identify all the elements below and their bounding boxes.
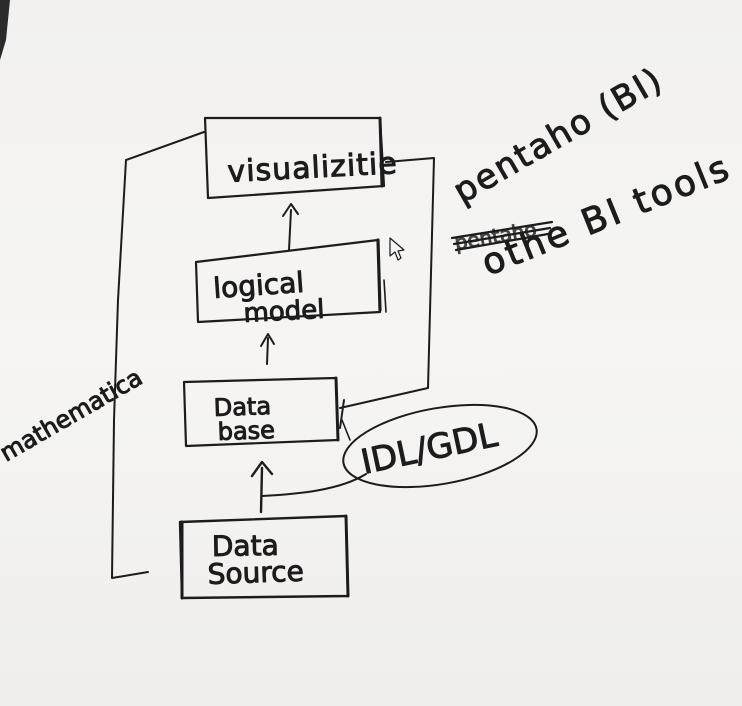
logical-model-box [194,238,387,324]
data-source-label-line1: Data [212,529,279,563]
data-source-box [178,514,350,600]
idl-gdl-ellipse [342,403,538,489]
strike-through [450,220,554,252]
idl-loop-line [339,157,435,429]
mouse-cursor-icon [389,237,405,261]
logical-model-label-line1: logical [212,266,305,305]
arrow-database-to-logical [260,333,275,365]
data-source-label-line2: Source [207,555,304,591]
visualization-label: visualizitie [227,146,399,190]
logical-model-label-line2: model [243,295,325,329]
arrow-source-to-database [250,460,274,514]
database-box [182,376,340,448]
database-label-line2: base [217,416,275,446]
database-label-line1: Data [213,392,271,422]
visualization-box [203,116,386,200]
idl-to-database-line [341,419,351,441]
arrow-logical-to-visualization [282,203,299,251]
mathematica-label: mathematica [0,363,147,467]
idl-to-source-line [261,473,367,497]
paper-edge [0,0,10,60]
mathematica-bracket [111,131,205,579]
